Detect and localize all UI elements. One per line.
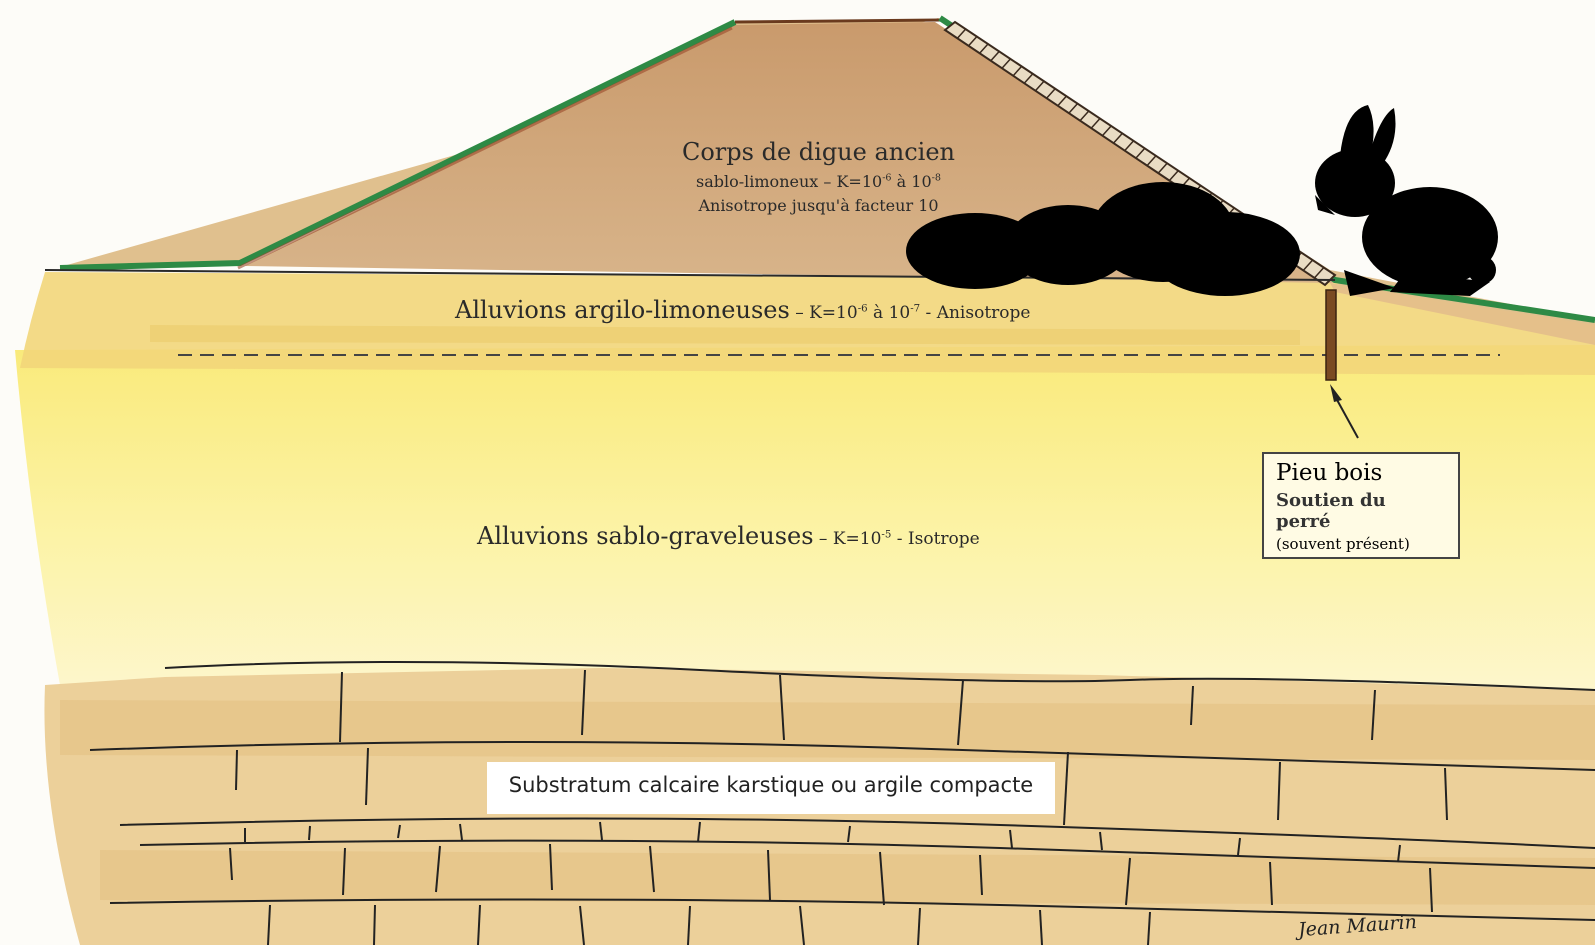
gravel-layer-label: Alluvions sablo-graveleuses – K=10-5 - I… — [477, 522, 980, 550]
dike-anisotropy-label: Anisotrope jusqu'à facteur 10 — [0, 196, 1595, 215]
dike-material-label: sablo-limoneux – K=10-6 à 10-8 — [0, 172, 1595, 191]
grass-crest — [735, 20, 940, 22]
clay-layer-label: Alluvions argilo-limoneuses – K=10-6 à 1… — [455, 296, 1030, 324]
callout-note: (souvent présent) — [1276, 535, 1446, 553]
substratum-label: Substratum calcaire karstique ou argile … — [487, 762, 1055, 814]
callout-subtitle: Soutien du perré — [1276, 490, 1446, 532]
callout-title: Pieu bois — [1276, 460, 1446, 486]
pile-callout-box: Pieu bois Soutien du perré (souvent prés… — [1262, 452, 1460, 559]
dike-title-label: Corps de digue ancien — [0, 138, 1595, 166]
